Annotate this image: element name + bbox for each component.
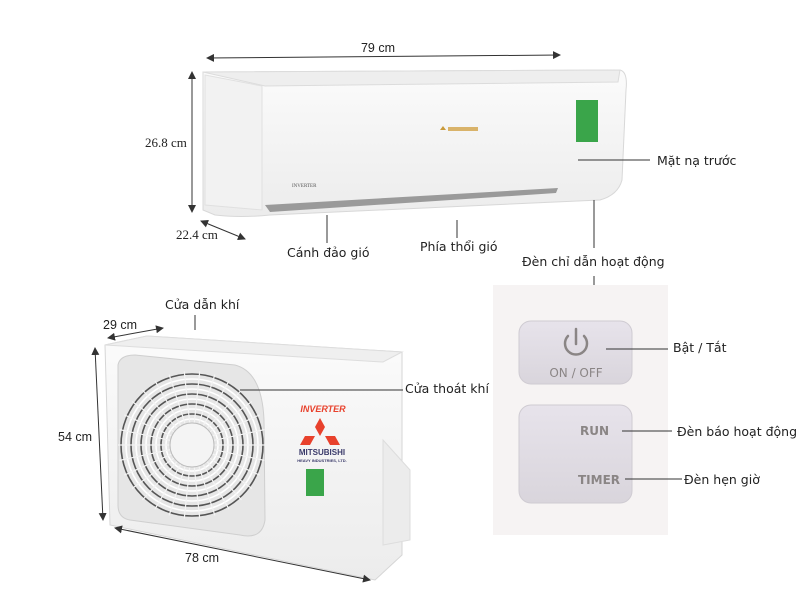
indoor-height-label: 26.8 cm: [145, 135, 187, 150]
grille-spoke: [131, 401, 175, 433]
grille-spoke: [198, 374, 216, 425]
run-label: Đèn báo hoạt động: [677, 424, 797, 439]
outdoor-unit: INVERTER MITSUBISHI HEAVY INDUSTRIES, LT…: [104, 335, 411, 581]
grille-spoke: [193, 466, 201, 519]
fan-hub: [169, 422, 215, 468]
energy-label: [306, 469, 324, 496]
grille-spoke: [213, 448, 265, 461]
power-button-text: ON / OFF: [549, 366, 602, 380]
run-indicator: RUN: [580, 424, 609, 438]
grille-spoke: [142, 460, 178, 501]
outdoor-width-label: 78 cm: [185, 551, 219, 565]
air-outlet-label: Phía thổi gió: [420, 239, 498, 254]
air-inlet-label: Cửa dẫn khí: [165, 297, 240, 312]
air-exit-label: Cửa thoát khí: [405, 381, 489, 396]
grille-spoke: [213, 429, 265, 442]
power-icon: [563, 327, 589, 356]
grille-spoke: [154, 380, 182, 427]
width-arrow: [206, 51, 561, 62]
grille-spoke: [202, 380, 230, 427]
grille-spoke: [206, 460, 242, 501]
timer-indicator: TIMER: [578, 473, 620, 487]
grille-spoke: [183, 466, 191, 519]
indicator-panel: [518, 404, 633, 504]
grille-spoke: [211, 414, 260, 437]
fan-grille-rings: [118, 371, 266, 519]
indoor-unit: INVERTER: [202, 69, 627, 217]
brand-logo: [440, 126, 446, 130]
inverter-badge: INVERTER: [300, 404, 346, 414]
grille-spoke: [202, 463, 230, 510]
depth-arrow: [200, 219, 246, 241]
grille-spoke: [209, 401, 253, 433]
grille-spoke: [206, 389, 242, 430]
mitsubishi-logo: [300, 418, 340, 445]
outdoor-width-arrow: [114, 525, 371, 583]
power-button[interactable]: [518, 320, 633, 385]
grille-spoke: [168, 374, 186, 425]
grille-spoke: [154, 463, 182, 510]
louver: [265, 188, 558, 212]
model-text: INVERTER: [292, 184, 317, 189]
indoor-depth-label: 22.4 cm: [176, 227, 218, 242]
outdoor-height-label: 54 cm: [58, 430, 92, 444]
outdoor-depth-label: 29 cm: [103, 318, 137, 332]
power-label: Bật / Tắt: [673, 340, 727, 355]
louver-label: Cánh đảo gió: [287, 245, 369, 260]
grille-spoke: [142, 389, 178, 430]
grille-spoke: [124, 414, 173, 437]
brand-text: MITSUBISHI: [299, 448, 345, 457]
grille-spoke: [119, 448, 171, 461]
grille-spoke: [211, 453, 260, 476]
grille-spoke: [193, 371, 201, 424]
front-panel-label: Mặt nạ trước: [657, 153, 736, 168]
outdoor-height-arrow: [91, 347, 107, 521]
grille-spoke: [119, 429, 171, 442]
grille-spoke: [131, 457, 175, 489]
grille-spoke: [168, 465, 186, 516]
brand-subtext: HEAVY INDUSTRIES, LTD.: [297, 458, 347, 463]
energy-label: [576, 100, 598, 142]
indoor-width-label: 79 cm: [361, 41, 395, 55]
grille-spoke: [124, 453, 173, 476]
indicator-label: Đèn chỉ dẫn hoạt động: [522, 254, 665, 269]
outdoor-depth-arrow: [107, 325, 164, 341]
control-panel: ON / OFF RUN TIMER: [493, 285, 668, 535]
grille-spoke: [198, 465, 216, 516]
grille-spoke: [183, 371, 191, 424]
grille-spoke: [209, 457, 253, 489]
timer-label: Đèn hẹn giờ: [684, 472, 760, 487]
